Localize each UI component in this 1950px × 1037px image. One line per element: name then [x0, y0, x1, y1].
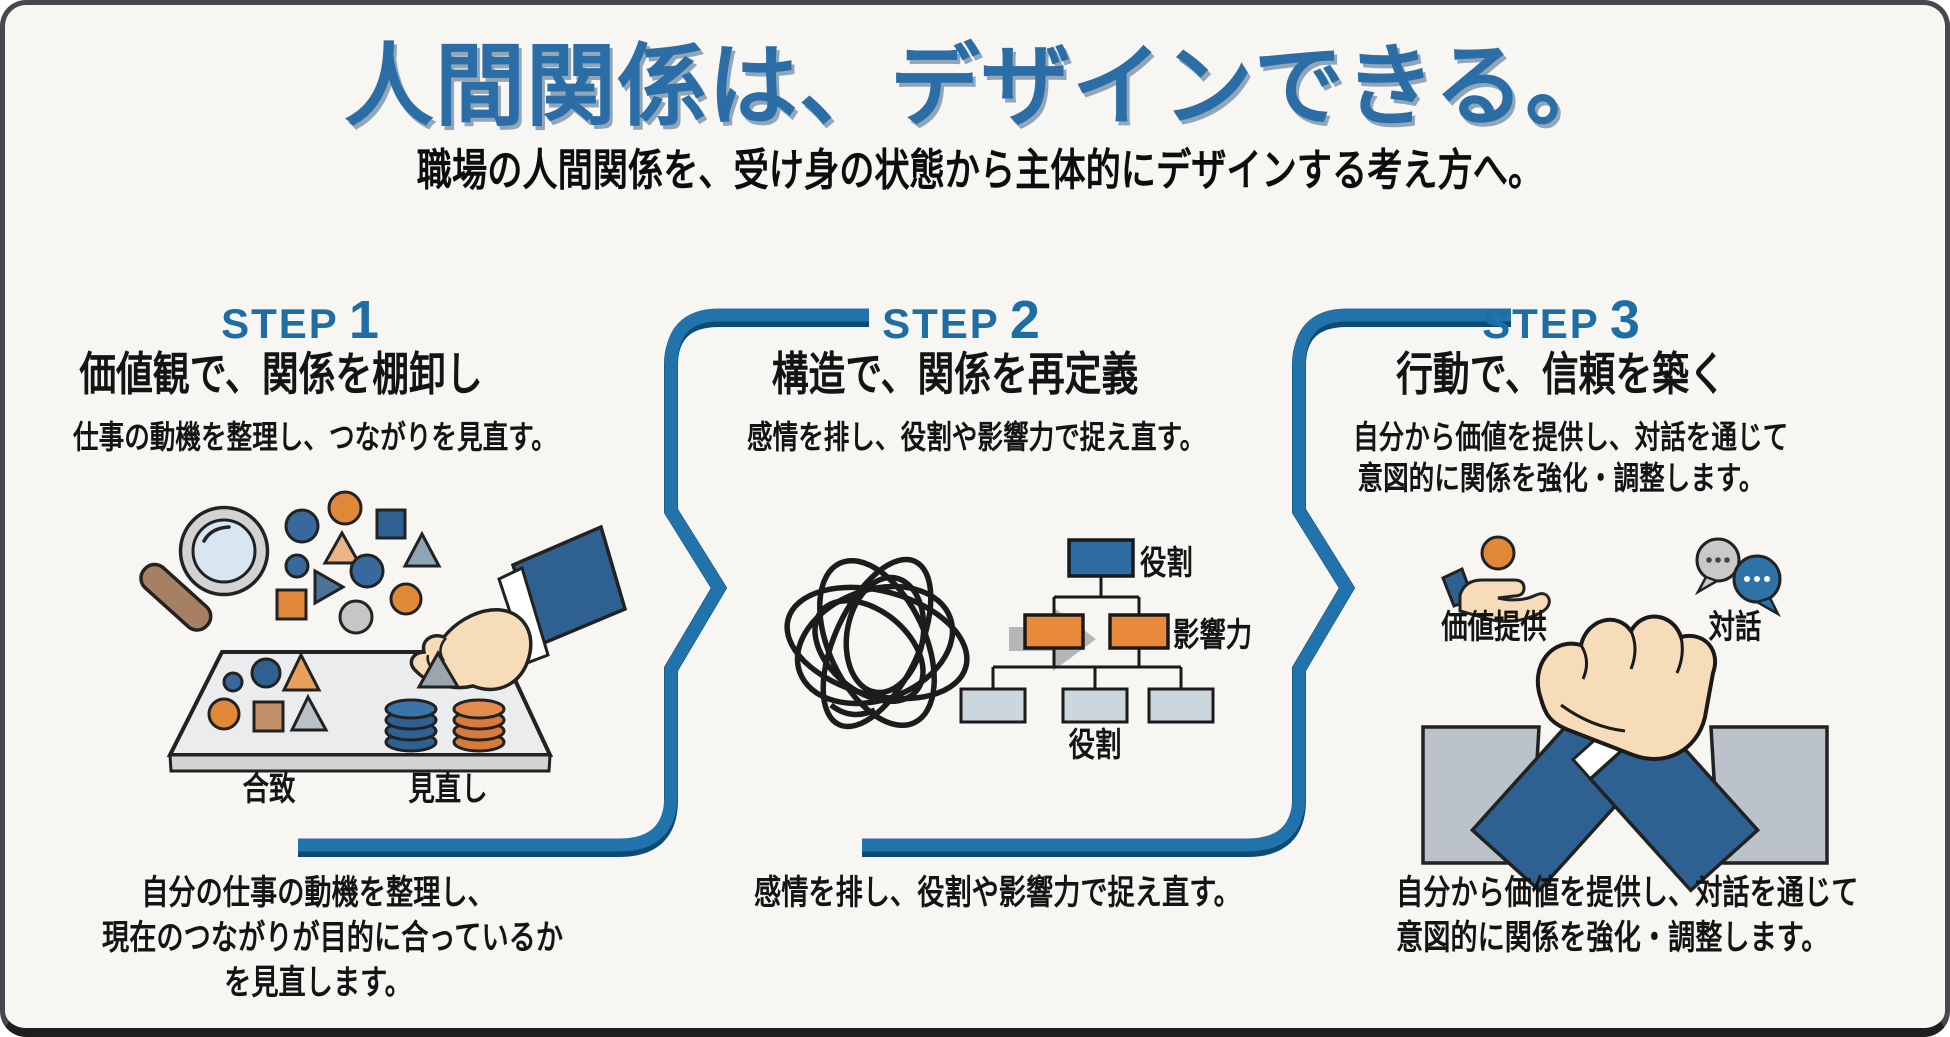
step3-subtitle-line1: 自分から価値を提供し、対話を通じて [1353, 419, 1789, 455]
step1-caption-line2: 現在のつながりが目的に合っているか [102, 919, 564, 957]
step2-caption: 感情を排し、役割や影響力で捉え直す。 [754, 871, 1241, 916]
give-value-icon [1441, 535, 1551, 623]
page-subtitle: 職場の人間関係を、受け身の状態から主体的にデザインする考え方へ。 [416, 146, 1544, 195]
step1-caption-line1: 自分の仕事の動機を整理し、 [141, 874, 495, 912]
clasped-hands-icon [1421, 614, 1829, 893]
tangle-icon [784, 556, 970, 730]
match-label: 合致 [242, 770, 296, 807]
step3-label-word: STEP [1482, 300, 1600, 347]
step1-title: 価値観で、関係を棚卸し [79, 348, 483, 400]
role-bottom-label: 役割 [1068, 726, 1122, 763]
step1-label-number: 1 [348, 290, 379, 350]
illustration-layer [139, 308, 1829, 893]
step1-caption: 自分の仕事の動機を整理し、 現在のつながりが目的に合っているか を見直します。 [102, 871, 564, 1006]
review-label: 見直し [408, 770, 488, 807]
matched-shapes-group [207, 651, 329, 733]
divider-step2-step3 [862, 308, 1511, 857]
step2-subtitle: 感情を排し、役割や影響力で捉え直す。 [747, 419, 1206, 455]
influence-label: 影響力 [1173, 616, 1253, 653]
step3-subtitle: 自分から価値を提供し、対話を通じて 意図的に関係を強化・調整します。 [1353, 417, 1789, 499]
step2-label-number: 2 [1009, 290, 1040, 350]
value-provision-label: 価値提供 [1441, 608, 1547, 645]
step3-subtitle-line2: 意図的に関係を強化・調整します。 [1357, 460, 1765, 496]
dialogue-label: 対話 [1708, 608, 1762, 645]
review-disc-stacks-icon [384, 698, 506, 753]
page-title: 人間関係は、デザインできる。 [343, 37, 1617, 137]
step3-caption-line2: 意図的に関係を強化・調整します。 [1396, 919, 1829, 957]
step2-caption-line1: 感情を排し、役割や影響力で捉え直す。 [754, 874, 1241, 912]
step2-label-word: STEP [882, 300, 1000, 347]
sorting-hand-icon [409, 524, 628, 692]
step3-label-number: 3 [1609, 290, 1640, 350]
step3-caption-line1: 自分から価値を提供し、対話を通じて [1396, 874, 1859, 912]
step1-caption-line3: を見直します。 [224, 964, 412, 1002]
role-top-label: 役割 [1140, 544, 1193, 581]
step3-caption: 自分から価値を提供し、対話を通じて 意図的に関係を強化・調整します。 [1396, 871, 1859, 961]
dialogue-bubbles-icon [1694, 537, 1782, 618]
divider-step1-step2 [298, 308, 869, 857]
step1-label-word: STEP [221, 300, 339, 347]
step2-title: 構造で、関係を再定義 [771, 348, 1139, 400]
scattered-shapes-icon [275, 490, 442, 635]
magnifier-icon [139, 505, 270, 632]
step1-subtitle: 仕事の動機を整理し、つながりを見直す。 [73, 419, 557, 455]
org-chart-icon [959, 538, 1215, 724]
step3-title: 行動で、信頼を築く [1396, 348, 1726, 400]
